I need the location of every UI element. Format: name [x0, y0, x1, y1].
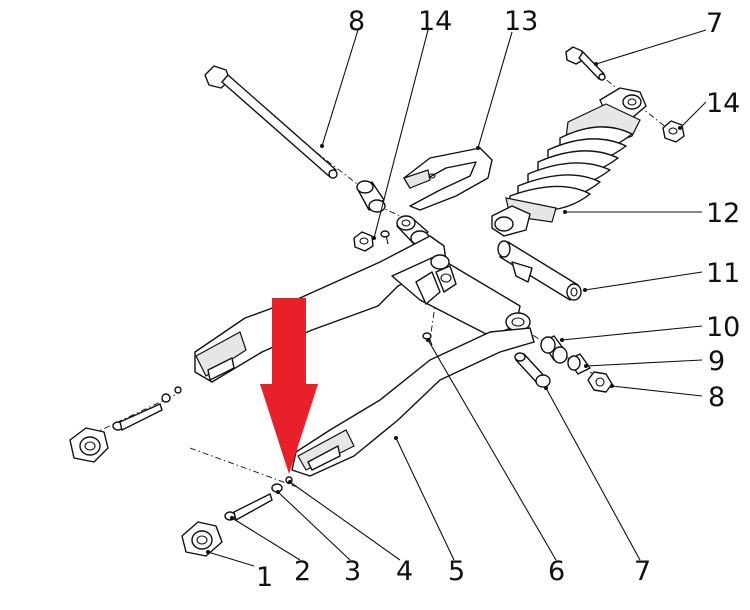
callout-right-14: 14 [706, 88, 740, 119]
callout-bottom-4: 4 [396, 556, 413, 587]
bushing-top [356, 180, 386, 213]
callout-bottom-2: 2 [294, 556, 311, 587]
pivot-bolt-7 [514, 352, 551, 388]
callout-bottom-7: 7 [634, 556, 651, 587]
adjuster-bolt-bottom [224, 476, 293, 521]
callout-top-13: 13 [504, 6, 538, 37]
small-screw [380, 230, 390, 245]
nut-small-left [353, 231, 374, 252]
callout-top-8: 8 [348, 6, 365, 37]
callout-top-7: 7 [706, 8, 723, 39]
callout-bottom-6: 6 [548, 556, 565, 587]
callout-right-11: 11 [706, 258, 740, 289]
chain-adjuster-bottom [181, 521, 223, 557]
callout-right-10: 10 [706, 312, 740, 343]
callout-bottom-3: 3 [344, 556, 361, 587]
callout-right-12: 12 [706, 198, 740, 229]
callout-top-14: 14 [418, 6, 452, 37]
swingarm [194, 235, 535, 477]
callout-right-9: 9 [708, 346, 725, 377]
spacer-9 [567, 353, 591, 375]
bushing-10 [540, 335, 568, 364]
axle-bolt-long [204, 65, 338, 179]
pivot-nut-8 [587, 371, 613, 393]
red-pointer-arrow [260, 298, 318, 474]
adjuster-bolt-top [112, 386, 182, 431]
linkage-tube [497, 240, 582, 301]
callout-labels: 8 14 13 7 14 12 11 10 9 8 1 2 3 4 5 6 7 [256, 6, 740, 593]
chain-slider [403, 147, 493, 211]
rear-shock-absorber [491, 87, 647, 237]
chain-adjuster-top [69, 427, 109, 463]
shock-bolt-top [565, 46, 606, 81]
leader-lines [206, 29, 707, 567]
shock-nut [662, 120, 685, 143]
callout-bottom-1: 1 [256, 562, 273, 593]
callout-bottom-5: 5 [448, 556, 465, 587]
callout-right-8: 8 [708, 382, 725, 413]
